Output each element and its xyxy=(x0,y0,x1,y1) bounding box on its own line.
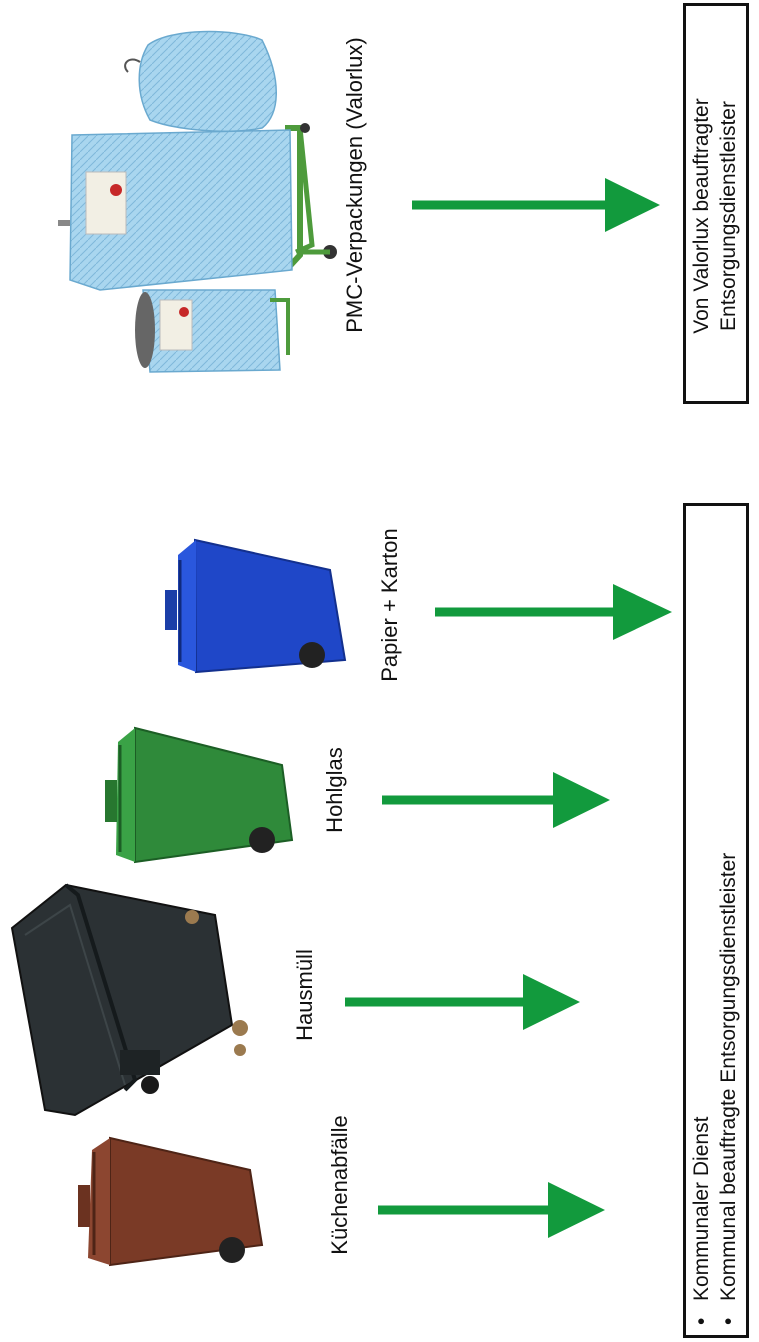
label-glass: Hohlglas xyxy=(320,725,350,855)
bullet-icon: • xyxy=(715,1301,742,1325)
kitchen-bin-illustration xyxy=(78,1138,262,1265)
valorlux-collector-text: Von Valorlux beauftragter Entsorgungsdie… xyxy=(688,16,744,416)
municipal-item2-text: Kommunal beauftragte Entsorgungsdienstle… xyxy=(717,853,740,1301)
pmc-bags-illustration xyxy=(58,32,337,372)
valorlux-collector-line1: Von Valorlux beauftragter xyxy=(688,16,715,416)
arrow-household xyxy=(345,974,580,1030)
label-household: Hausmüll xyxy=(290,930,320,1060)
glass-bin-illustration xyxy=(105,728,292,862)
valorlux-collector-line2: Entsorgungsdienstleister xyxy=(715,16,742,416)
arrow-pmc xyxy=(412,178,660,232)
municipal-collector-item2: •Kommunal beauftragte Entsorgungsdienstl… xyxy=(715,511,742,1331)
arrow-paper xyxy=(435,584,672,640)
label-pmc: PMC-Verpackungen (Valorlux) xyxy=(340,35,370,335)
municipal-item1-text: Kommunaler Dienst xyxy=(690,1117,713,1301)
arrow-kitchen xyxy=(378,1182,605,1238)
label-paper: Papier + Karton xyxy=(375,505,405,705)
arrow-glass xyxy=(382,772,610,828)
paper-bin-illustration xyxy=(165,540,345,672)
bullet-icon: • xyxy=(688,1301,715,1325)
household-bin-illustration xyxy=(12,885,248,1115)
label-kitchen: Küchenabfälle xyxy=(325,1105,355,1265)
municipal-collector-list: •Kommunaler Dienst •Kommunal beauftragte… xyxy=(688,511,744,1331)
municipal-collector-item1: •Kommunaler Dienst xyxy=(688,511,715,1331)
